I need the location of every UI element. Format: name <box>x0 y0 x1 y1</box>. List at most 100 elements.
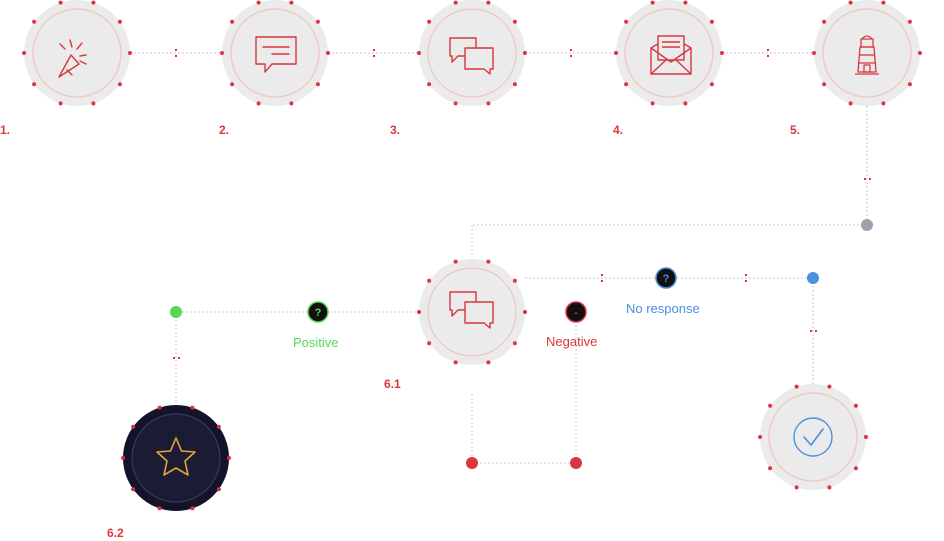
perimeter-dot <box>190 405 195 410</box>
step-label-6-2: 6.2 <box>107 526 124 540</box>
positive-label: Positive <box>293 335 339 350</box>
perimeter-dot <box>853 466 858 471</box>
no-response-badge: ? <box>655 267 677 289</box>
perimeter-dot <box>512 19 517 24</box>
perimeter-dot <box>91 101 96 106</box>
message-icon <box>255 36 297 73</box>
perimeter-dot <box>768 403 773 408</box>
connector-ticks <box>173 49 871 359</box>
perimeter-dot <box>650 0 655 5</box>
perimeter-dot <box>256 101 261 106</box>
step-node-check <box>758 384 868 490</box>
perimeter-dot <box>709 19 714 24</box>
perimeter-dot <box>117 82 122 87</box>
perimeter-dot <box>683 0 688 5</box>
negative-label: Negative <box>546 334 598 349</box>
perimeter-dot <box>683 101 688 106</box>
step-label-5: 5. <box>790 123 801 137</box>
perimeter-dot <box>624 19 629 24</box>
perimeter-dot <box>427 19 432 24</box>
positive-badge: ? <box>307 301 329 323</box>
envelope-icon <box>650 35 692 75</box>
perimeter-dot <box>417 310 421 314</box>
step-node-6-2 <box>121 405 231 511</box>
perimeter-dot <box>720 51 724 55</box>
perimeter-dot <box>128 51 132 55</box>
perimeter-dot <box>289 101 294 106</box>
step-node-2 <box>220 0 330 106</box>
perimeter-dot <box>453 101 458 106</box>
svg-text:-: - <box>574 307 578 319</box>
cursor-click-icon <box>58 39 87 78</box>
perimeter-dot <box>32 82 37 87</box>
step-node-5 <box>812 0 922 106</box>
step-label-2: 2. <box>219 123 230 137</box>
perimeter-dot <box>216 487 221 492</box>
perimeter-dot <box>758 435 762 439</box>
perimeter-dot <box>58 0 63 5</box>
perimeter-dot <box>220 51 224 55</box>
negative-badge: - <box>565 301 587 323</box>
perimeter-dot <box>486 0 491 5</box>
chat-bubbles-icon <box>449 37 494 75</box>
perimeter-dot <box>848 101 853 106</box>
perimeter-dot <box>32 19 37 24</box>
perimeter-dot <box>709 82 714 87</box>
perimeter-dot <box>794 485 799 490</box>
perimeter-dot <box>848 0 853 5</box>
perimeter-dot <box>117 19 122 24</box>
perimeter-dot <box>157 405 162 410</box>
step-label-4: 4. <box>613 123 624 137</box>
perimeter-dot <box>812 51 816 55</box>
positive-dot <box>170 306 182 318</box>
perimeter-dot <box>58 101 63 106</box>
perimeter-dot <box>315 82 320 87</box>
perimeter-dot <box>453 259 458 264</box>
step-label-6-1: 6.1 <box>384 377 401 391</box>
svg-text:?: ? <box>663 273 670 285</box>
perimeter-dot <box>907 82 912 87</box>
perimeter-dot <box>190 506 195 511</box>
connectors <box>130 52 868 464</box>
perimeter-dot <box>853 403 858 408</box>
perimeter-dot <box>230 82 235 87</box>
perimeter-dot <box>512 341 517 346</box>
perimeter-dot <box>794 384 799 389</box>
perimeter-dot <box>650 101 655 106</box>
perimeter-dot <box>131 487 136 492</box>
perimeter-dot <box>523 310 527 314</box>
star-icon <box>156 437 196 476</box>
perimeter-dot <box>624 82 629 87</box>
perimeter-dot <box>326 51 330 55</box>
perimeter-dot <box>486 360 491 365</box>
perimeter-dot <box>523 51 527 55</box>
perimeter-dot <box>864 435 868 439</box>
perimeter-dot <box>91 0 96 5</box>
perimeter-dot <box>918 51 922 55</box>
perimeter-dot <box>427 82 432 87</box>
perimeter-dot <box>486 101 491 106</box>
perimeter-dot <box>227 456 231 460</box>
bottom-dot-right <box>570 457 582 469</box>
bottom-dot-left <box>466 457 478 469</box>
perimeter-dot <box>512 82 517 87</box>
perimeter-dot <box>289 0 294 5</box>
step-node-1 <box>22 0 132 106</box>
perimeter-dot <box>157 506 162 511</box>
perimeter-dot <box>907 19 912 24</box>
perimeter-dot <box>121 456 125 460</box>
perimeter-dot <box>427 341 432 346</box>
perimeter-dot <box>486 259 491 264</box>
perimeter-dot <box>256 0 261 5</box>
no-response-label: No response <box>626 301 700 316</box>
perimeter-dot <box>614 51 618 55</box>
perimeter-dot <box>768 466 773 471</box>
perimeter-dot <box>315 19 320 24</box>
perimeter-dot <box>827 384 832 389</box>
perimeter-dot <box>453 0 458 5</box>
perimeter-dot <box>881 101 886 106</box>
no-response-dot <box>807 272 819 284</box>
perimeter-dot <box>881 0 886 5</box>
perimeter-dot <box>22 51 26 55</box>
